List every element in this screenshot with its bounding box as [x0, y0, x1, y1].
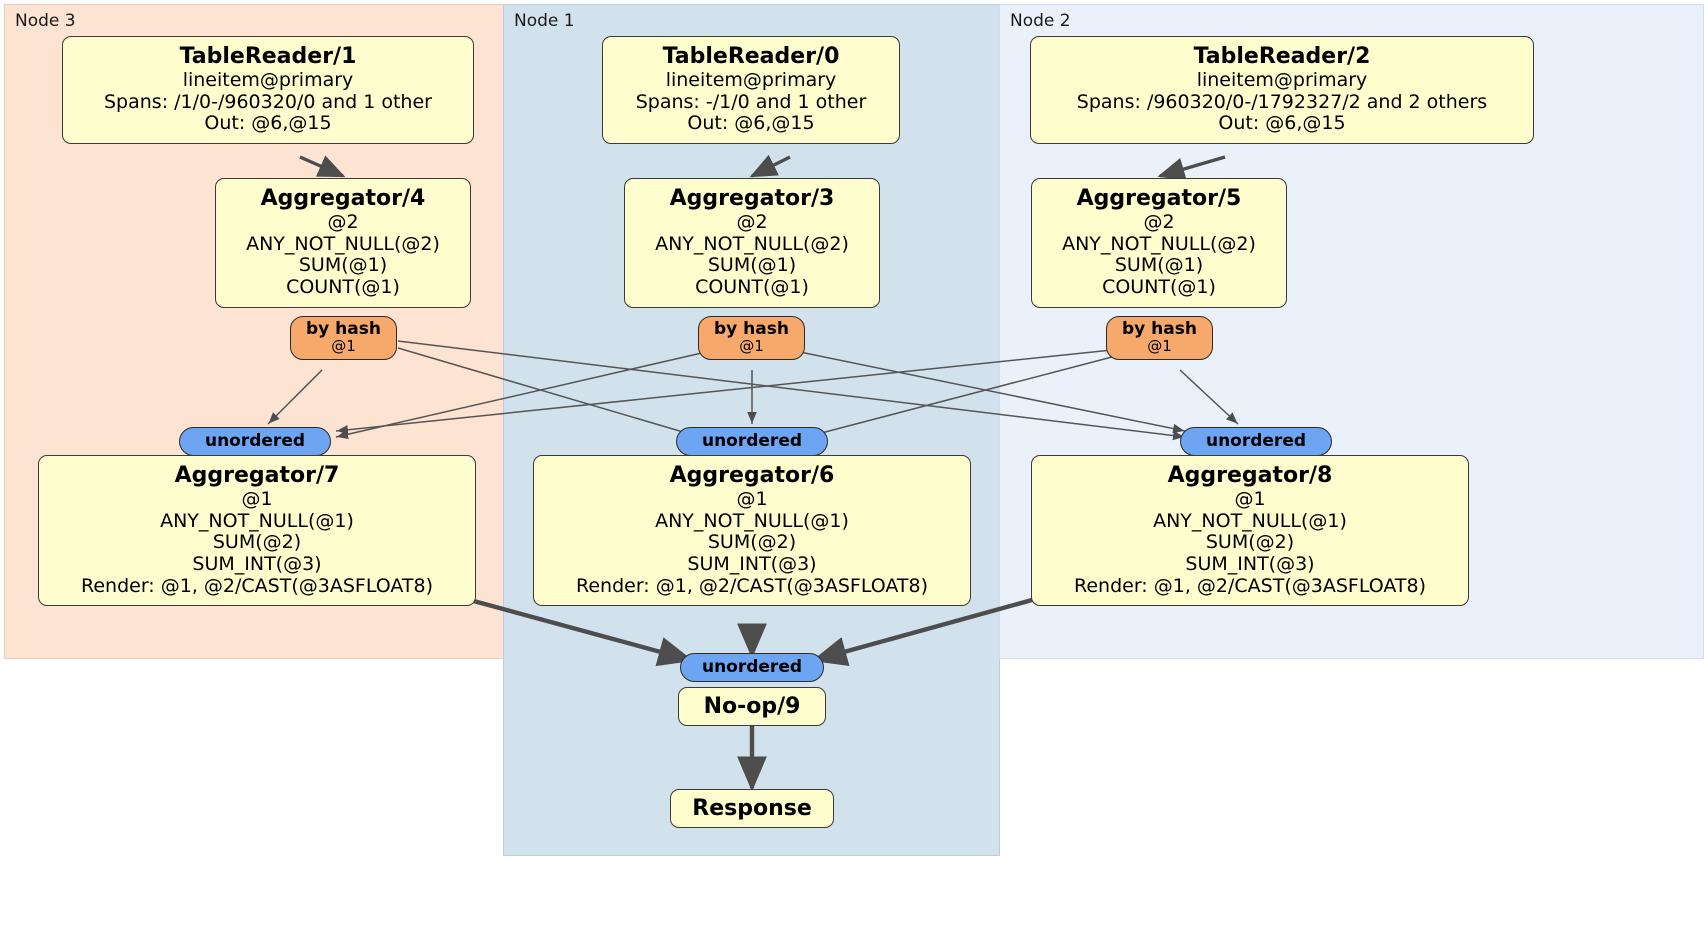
- processor-detail-line: @2: [736, 211, 768, 234]
- processor-title: TableReader/0: [662, 44, 840, 69]
- processor-detail-line: lineitem@primary: [665, 69, 837, 92]
- processor-detail-line: Out: @6,@15: [687, 112, 815, 135]
- processor-detail-line: lineitem@primary: [182, 69, 354, 92]
- router-by-hash-node-1[interactable]: by hash @1: [698, 316, 805, 360]
- processor-detail-line: SUM(@2): [212, 531, 302, 554]
- processor-detail-line: Spans: /1/0-/960320/0 and 1 other: [104, 90, 432, 113]
- synchronizer-unordered-node-3[interactable]: unordered: [179, 427, 331, 457]
- processor-aggregator-8[interactable]: Aggregator/8 @1 ANY_NOT_NULL(@1) SUM(@2)…: [1031, 455, 1469, 607]
- processor-detail-line: SUM_INT(@3): [192, 553, 322, 576]
- synchronizer-unordered-final[interactable]: unordered: [680, 653, 824, 683]
- processor-detail-line: SUM(@2): [707, 531, 797, 554]
- processor-detail-line: ANY_NOT_NULL(@2): [1062, 232, 1256, 255]
- processor-detail-line: Out: @6,@15: [1218, 112, 1346, 135]
- processor-detail-line: SUM(@1): [1114, 254, 1204, 277]
- processor-title: Aggregator/8: [1167, 463, 1333, 488]
- processor-aggregator-6[interactable]: Aggregator/6 @1 ANY_NOT_NULL(@1) SUM(@2)…: [533, 455, 971, 607]
- router-column: @1: [1147, 337, 1172, 356]
- synchronizer-label: unordered: [701, 657, 803, 677]
- processor-response[interactable]: Response: [670, 789, 834, 829]
- processor-title: Aggregator/4: [260, 186, 426, 211]
- synchronizer-unordered-node-2[interactable]: unordered: [1180, 427, 1332, 457]
- processor-aggregator-4[interactable]: Aggregator/4 @2 ANY_NOT_NULL(@2) SUM(@1)…: [215, 178, 471, 308]
- processor-noop-9[interactable]: No-op/9: [678, 687, 826, 727]
- processor-detail-line: lineitem@primary: [1196, 69, 1368, 92]
- processor-detail-line: Render: @1, @2/CAST(@3ASFLOAT8): [1074, 574, 1426, 597]
- processor-tablereader-0[interactable]: TableReader/0 lineitem@primary Spans: -/…: [602, 36, 900, 145]
- processor-detail-line: SUM(@1): [707, 254, 797, 277]
- router-label: by hash: [306, 319, 381, 339]
- processor-tablereader-1[interactable]: TableReader/1 lineitem@primary Spans: /1…: [62, 36, 474, 145]
- processor-detail-line: COUNT(@1): [1102, 276, 1216, 299]
- processor-title: TableReader/1: [179, 44, 357, 69]
- node-panel-label-node-2: Node 2: [1010, 11, 1071, 31]
- processor-title: Response: [692, 796, 812, 821]
- processor-detail-line: Render: @1, @2/CAST(@3ASFLOAT8): [576, 574, 928, 597]
- router-label: by hash: [1122, 319, 1197, 339]
- synchronizer-label: unordered: [701, 431, 803, 451]
- processor-detail-line: @1: [736, 488, 768, 511]
- node-panel-label-node-1: Node 1: [514, 11, 575, 31]
- processor-detail-line: Out: @6,@15: [204, 112, 332, 135]
- processor-title: TableReader/2: [1193, 44, 1371, 69]
- synchronizer-unordered-node-1[interactable]: unordered: [676, 427, 828, 457]
- processor-title: Aggregator/3: [669, 186, 835, 211]
- processor-tablereader-2[interactable]: TableReader/2 lineitem@primary Spans: /9…: [1030, 36, 1534, 145]
- processor-detail-line: @2: [1143, 211, 1175, 234]
- synchronizer-label: unordered: [1205, 431, 1307, 451]
- processor-detail-line: SUM(@1): [298, 254, 388, 277]
- processor-detail-line: SUM(@2): [1205, 531, 1295, 554]
- processor-detail-line: COUNT(@1): [286, 276, 400, 299]
- processor-detail-line: @1: [1234, 488, 1266, 511]
- router-label: by hash: [714, 319, 789, 339]
- node-panel-label-node-3: Node 3: [15, 11, 76, 31]
- processor-detail-line: ANY_NOT_NULL(@2): [655, 232, 849, 255]
- processor-aggregator-7[interactable]: Aggregator/7 @1 ANY_NOT_NULL(@1) SUM(@2)…: [38, 455, 476, 607]
- processor-detail-line: @1: [241, 488, 273, 511]
- processor-aggregator-5[interactable]: Aggregator/5 @2 ANY_NOT_NULL(@2) SUM(@1)…: [1031, 178, 1287, 308]
- processor-detail-line: SUM_INT(@3): [687, 553, 817, 576]
- router-column: @1: [331, 337, 356, 356]
- processor-detail-line: SUM_INT(@3): [1185, 553, 1315, 576]
- processor-detail-line: @2: [327, 211, 359, 234]
- processor-title: No-op/9: [703, 694, 801, 719]
- processor-title: Aggregator/5: [1076, 186, 1242, 211]
- processor-title: Aggregator/7: [174, 463, 340, 488]
- router-column: @1: [739, 337, 764, 356]
- processor-detail-line: Spans: /960320/0-/1792327/2 and 2 others: [1076, 90, 1488, 113]
- synchronizer-label: unordered: [204, 431, 306, 451]
- processor-detail-line: ANY_NOT_NULL(@1): [160, 509, 354, 532]
- router-by-hash-node-2[interactable]: by hash @1: [1106, 316, 1213, 360]
- processor-title: Aggregator/6: [669, 463, 835, 488]
- processor-detail-line: COUNT(@1): [695, 276, 809, 299]
- processor-detail-line: Spans: -/1/0 and 1 other: [635, 90, 867, 113]
- processor-aggregator-3[interactable]: Aggregator/3 @2 ANY_NOT_NULL(@2) SUM(@1)…: [624, 178, 880, 308]
- processor-detail-line: ANY_NOT_NULL(@1): [1153, 509, 1347, 532]
- processor-detail-line: ANY_NOT_NULL(@2): [246, 232, 440, 255]
- processor-detail-line: Render: @1, @2/CAST(@3ASFLOAT8): [81, 574, 433, 597]
- router-by-hash-node-3[interactable]: by hash @1: [290, 316, 397, 360]
- processor-detail-line: ANY_NOT_NULL(@1): [655, 509, 849, 532]
